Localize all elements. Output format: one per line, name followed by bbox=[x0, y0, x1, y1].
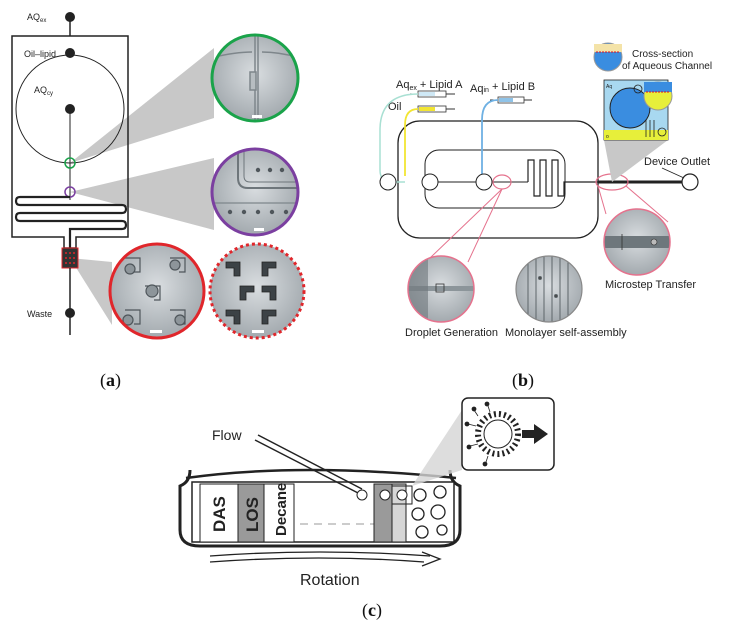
meander-channel bbox=[527, 159, 598, 197]
waste-label: Waste bbox=[27, 309, 52, 319]
trap-micrograph-solid bbox=[108, 242, 206, 340]
zoom-wedge-red bbox=[70, 258, 112, 325]
vesicle-collection bbox=[411, 485, 448, 539]
flow-needle bbox=[254, 439, 361, 495]
aq-ex-lipid-a-label: Aqex + Lipid A bbox=[396, 79, 463, 92]
o-small-label: o bbox=[606, 134, 609, 140]
caption-c: (c) bbox=[362, 600, 382, 621]
rotation-label: Rotation bbox=[300, 572, 360, 589]
tubing-aq-in bbox=[481, 99, 499, 176]
panel-a: AQex Oil–lipid AQcy Waste bbox=[11, 12, 306, 340]
zoom-wedge-purple bbox=[70, 158, 214, 230]
monolayer-micrograph bbox=[515, 255, 583, 323]
aq-in-lipid-b-label: Aq + Lipid Bin + Lipid B bbox=[470, 81, 535, 95]
aq-ex-label: AQex bbox=[27, 12, 46, 24]
purple-junction-micrograph bbox=[210, 147, 300, 237]
caption-a: (a) bbox=[100, 370, 121, 391]
cross-section-title-1: Cross-section bbox=[632, 49, 693, 60]
flow-label: Flow bbox=[212, 427, 242, 443]
microstep-label: Microstep Transfer bbox=[605, 279, 696, 291]
cross-section-title-2: of Aqueous Channel bbox=[622, 61, 712, 72]
zoom-wedge-green bbox=[70, 48, 214, 163]
oil-lipid-label: Oil–lipid bbox=[24, 49, 56, 59]
tubing-oil bbox=[404, 108, 419, 176]
droplet-generation-micrograph bbox=[407, 255, 475, 323]
droplet-generation-label: Droplet Generation bbox=[405, 327, 498, 339]
device-outlet-port bbox=[681, 173, 699, 191]
monolayer-label: Monolayer self-assembly bbox=[505, 327, 627, 339]
das-label: DAS bbox=[210, 496, 229, 532]
device-outlet-label: Device Outlet bbox=[644, 156, 710, 168]
caption-b: (b) bbox=[512, 370, 534, 391]
cross-section-zoom-right bbox=[643, 81, 673, 111]
droplet-in-flow bbox=[356, 489, 368, 501]
decane-segment bbox=[263, 483, 295, 543]
das-segment bbox=[199, 483, 239, 543]
green-junction-marker bbox=[64, 157, 76, 169]
inlet-oil bbox=[421, 173, 439, 191]
aq-small-label: Aq bbox=[606, 84, 612, 90]
waste-port bbox=[65, 308, 75, 318]
chip-b-outline bbox=[397, 120, 599, 239]
vesicle-inset bbox=[461, 397, 555, 471]
los-segment bbox=[237, 483, 265, 543]
green-junction-micrograph bbox=[210, 33, 300, 123]
chip-b-inner bbox=[424, 149, 566, 209]
tube-frame bbox=[178, 469, 462, 548]
vesicle-direction-arrow bbox=[522, 424, 548, 444]
aq-ex-port bbox=[65, 12, 75, 22]
zoom-box-marker bbox=[391, 485, 413, 505]
cross-section-zoom-left bbox=[593, 42, 623, 72]
syringe-oil bbox=[417, 105, 455, 113]
serpentine-channel bbox=[14, 195, 128, 250]
trap-micrograph-dotted bbox=[208, 242, 306, 340]
panel-c: DAS LOS Decane Flow bbox=[178, 397, 555, 589]
oil-label: Oil bbox=[388, 101, 401, 113]
panel-b: Aqex + Lipid A Oil Aq + Lipid Bin + Lipi… bbox=[379, 42, 712, 339]
rotation-arrow bbox=[209, 551, 431, 557]
inlet-aq-in bbox=[475, 173, 493, 191]
oil-lipid-port bbox=[65, 48, 75, 58]
decane-label: Decane bbox=[273, 483, 290, 536]
aq-cy-label: AQcy bbox=[34, 85, 53, 97]
inlet-aq-ex bbox=[379, 173, 397, 191]
microstep-micrograph bbox=[603, 208, 671, 276]
los-label: LOS bbox=[243, 497, 262, 532]
